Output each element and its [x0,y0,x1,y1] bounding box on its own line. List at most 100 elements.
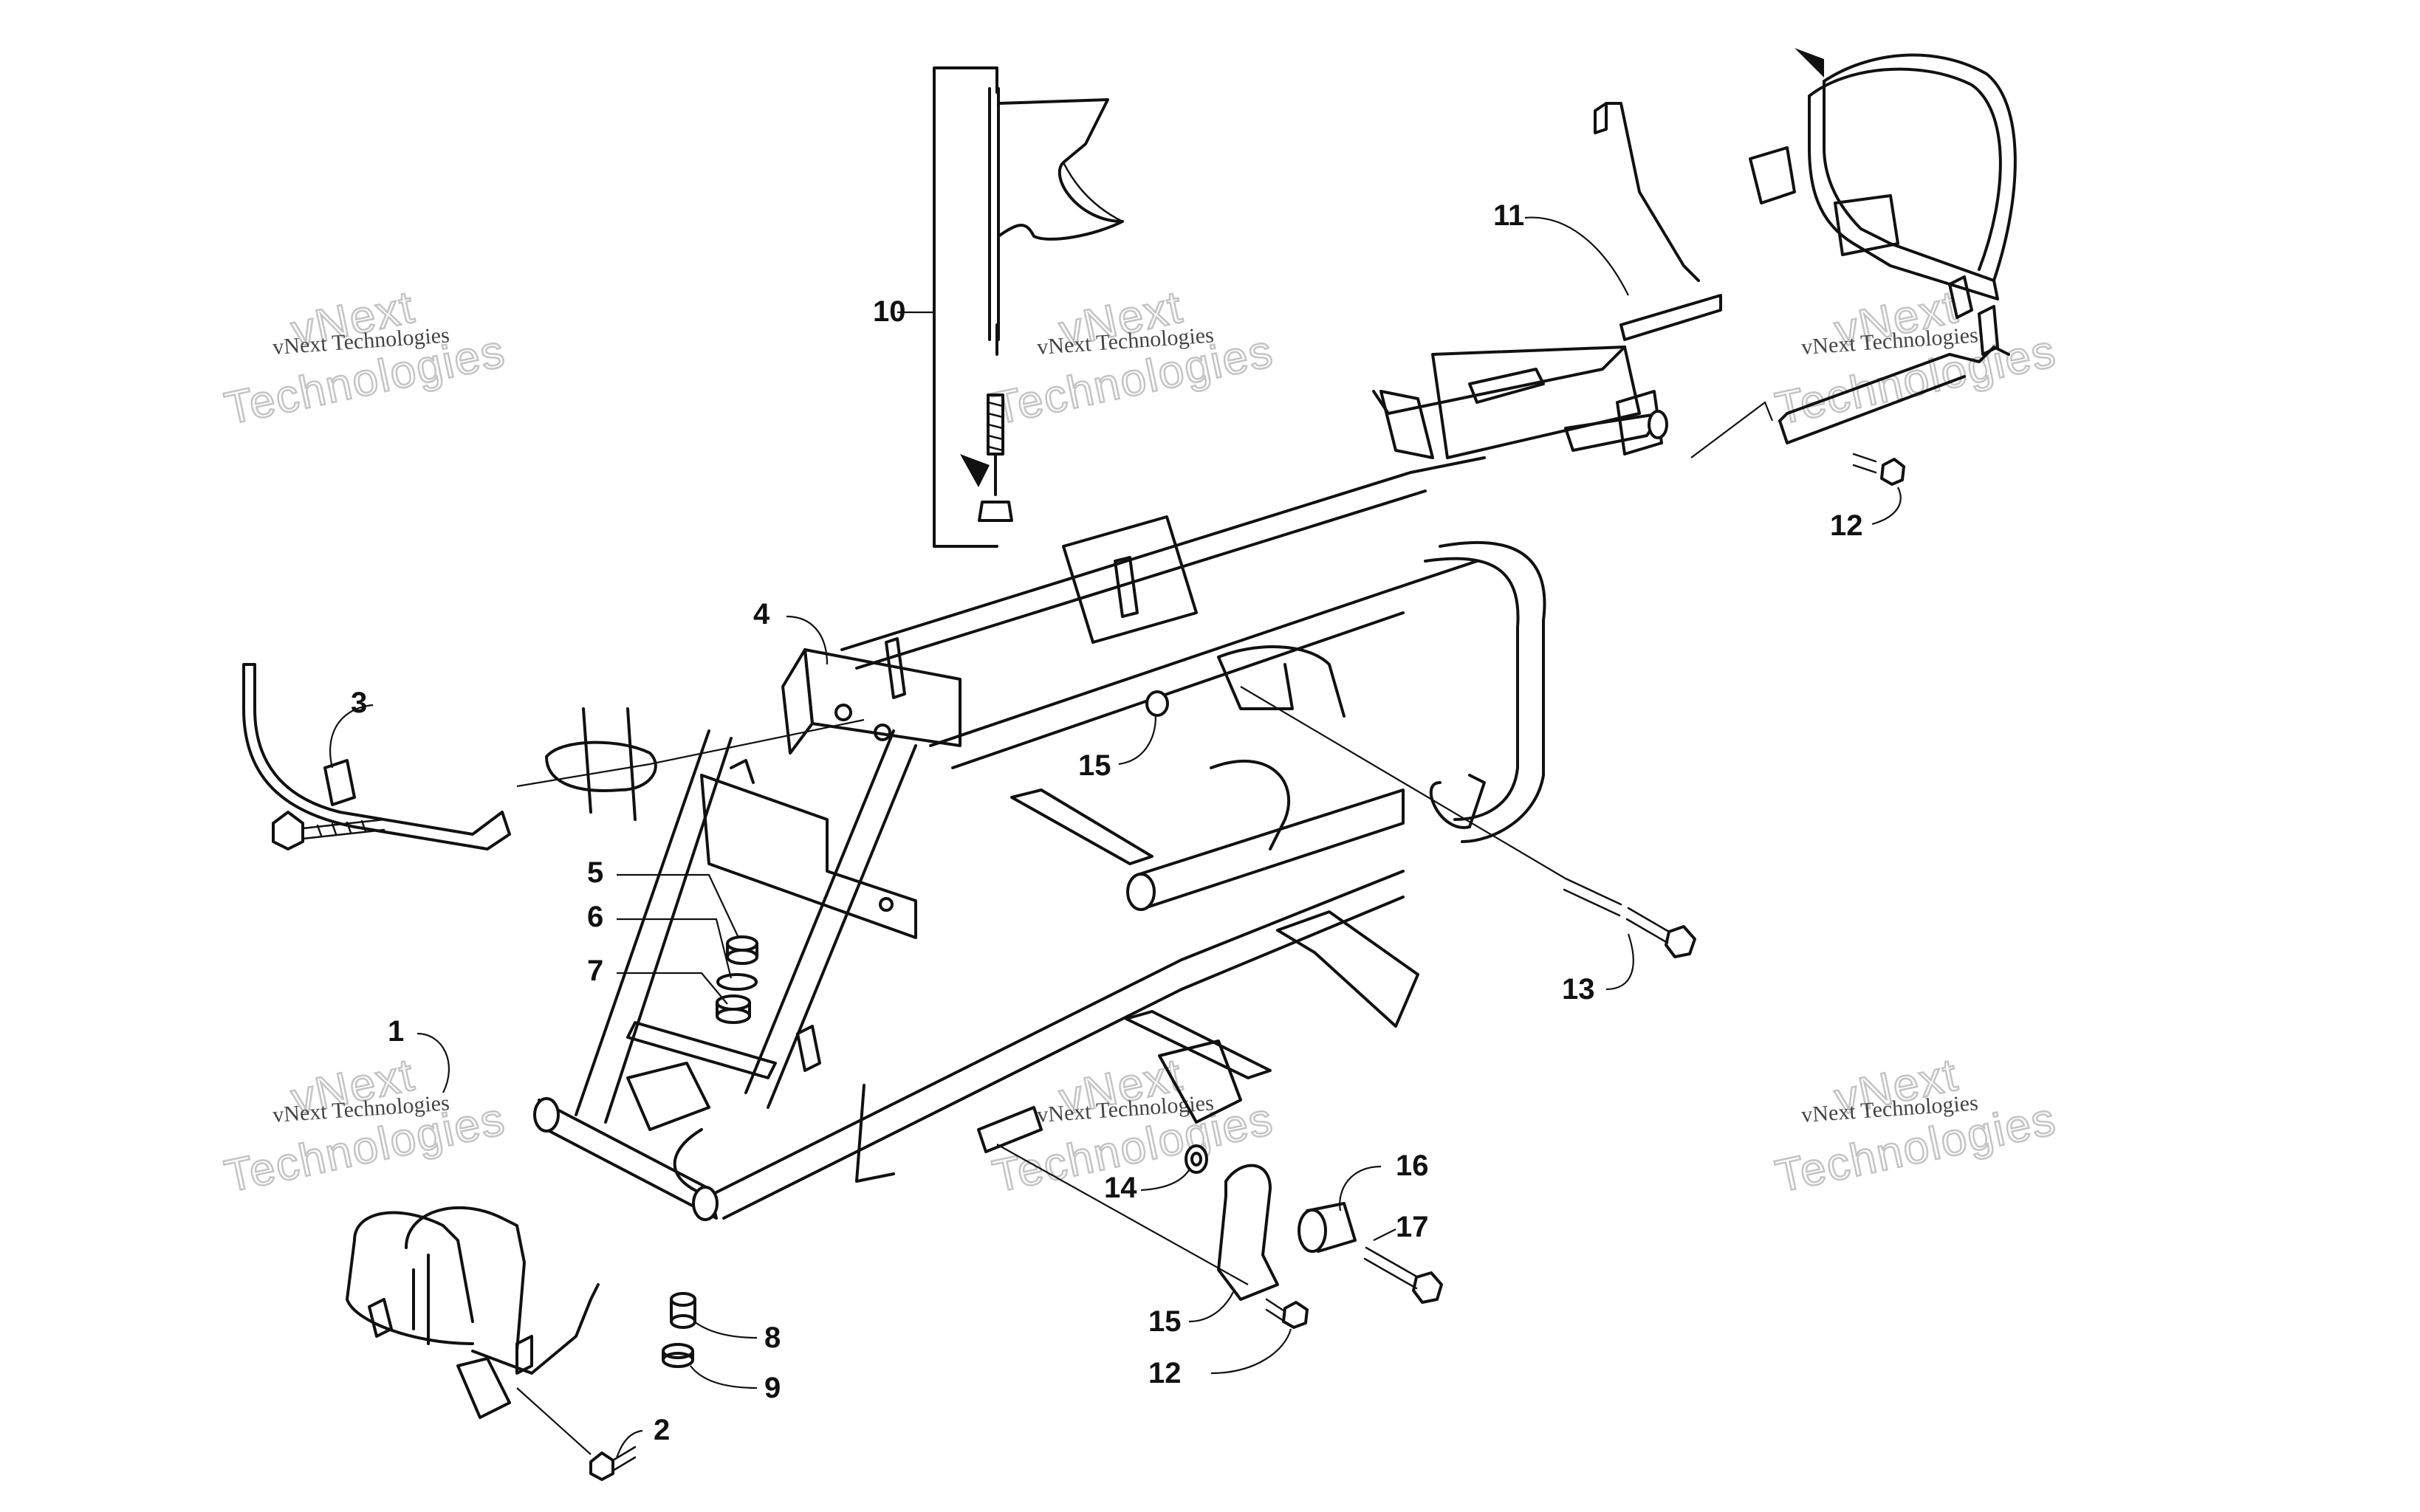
arrow-icon [1795,48,1824,78]
leader-9 [690,1365,758,1389]
leader-4 [786,615,829,665]
leader-5 [617,873,739,938]
floor-bracket [1010,788,1154,865]
leader-7 [617,972,728,1005]
frame-rail-right-bot [951,611,1405,769]
bumper-arm [471,1283,600,1375]
engine-mount-plate [1125,1010,1272,1079]
rear-side-bracket [1217,656,1294,710]
callout-15a: 15 [1078,749,1111,782]
spring-coils [987,401,1004,452]
callout-16: 16 [1396,1150,1429,1182]
washer-6 [716,973,758,991]
frame-rear-tab [1616,390,1663,456]
arrow-icon [960,454,990,487]
callout-labels: 1 2 3 4 5 6 7 8 9 10 11 12 12 13 14 15 1… [351,199,1863,1446]
bushing-7-bottom [716,1008,751,1024]
head-block-side [781,648,814,755]
flag-bracket [933,66,998,548]
washer-15 [1145,690,1169,717]
watermark-group-4: Technologies vNext vNext Technologies [219,1048,510,1203]
steering-bar [242,663,657,850]
washer-14-hole [1190,1152,1202,1166]
steering-bar-clamp [323,759,356,806]
bolt-12b-head [1282,1301,1309,1329]
frame-rear-hoop-right-in [1424,557,1520,821]
rack-post-2 [1978,305,1999,356]
clamp-collar [545,740,657,792]
rack-loop [1823,53,2017,282]
bolt-17-head [1412,1271,1443,1304]
leader-11 [1524,216,1629,296]
callout-9: 9 [764,1372,781,1404]
rear-tube-end [1648,410,1668,439]
leader-15b [1188,1291,1234,1323]
flag-cloth [997,98,1124,241]
rack-bracket-lower [1778,375,1966,444]
steering-bolt-head [272,811,304,850]
rack-plate [1619,294,1722,341]
engine-block [1158,1040,1242,1124]
tube-end [1126,873,1156,911]
centerline-bumper [516,1387,592,1455]
callout-11: 11 [1493,199,1524,232]
bolt-2-shank [611,1446,637,1472]
leader-8 [693,1321,758,1339]
callout-1: 1 [388,1015,404,1048]
frame-lower-front [673,1128,710,1197]
leader-2 [615,1429,643,1459]
rack-plate-rear [1834,194,1899,256]
bolt-2-head [589,1451,614,1481]
callout-5: 5 [587,856,603,889]
leader-12a [1871,487,1902,526]
watermark-group-6: Technologies vNext vNext Technologies [1770,1048,2061,1203]
bumper-mount-2 [515,1335,533,1375]
front-mid-bracket [626,1021,777,1079]
callout-2: 2 [654,1414,670,1446]
steering-bolt [879,897,894,912]
flag-fold [1062,161,1124,223]
front-lower-link [855,1084,895,1183]
rack-loop-inner [1808,67,2002,271]
rack-bracket-bar [1778,346,2010,422]
rack-arm [1605,102,1700,282]
frame-lower-rail-bot [722,896,1405,1220]
leader-14 [1140,1169,1190,1192]
clamp-shaft [582,707,637,821]
bolts [589,453,1905,1481]
bushing-8-bottom [670,1314,696,1329]
bushing-5 [726,935,758,952]
rear-rack [1594,48,2017,356]
frame-rear-box [1431,346,1641,459]
bumper-loop-mid [353,1211,474,1323]
bumper-lower [346,1239,474,1345]
front-bumper [346,1206,600,1419]
mid-hoop [1210,759,1290,850]
tube-end-front [533,1097,560,1133]
leader-17 [1373,1228,1396,1241]
callout-6: 6 [587,901,603,933]
rear-box-tube [1564,412,1663,452]
callout-13: 13 [1562,973,1595,1006]
callout-8: 8 [764,1322,781,1354]
washer-9-bottom [662,1352,694,1368]
rack-grab [1749,146,1796,205]
centerline-steering [516,763,651,788]
bushings [662,935,758,1368]
centerline-lower [996,1144,1249,1285]
lower-tab [977,1106,1043,1153]
leader-13 [1605,933,1634,991]
battery-strap [1114,556,1139,618]
steering-block [700,774,917,939]
frame-lower-rail-top [707,870,1405,1197]
steering-bolt-thread [301,818,385,840]
battery-box [1062,515,1198,644]
callout-4: 4 [753,598,770,630]
rack-post [1948,275,1973,319]
rear-box-side [1379,390,1434,459]
steering-bar-body [242,663,511,850]
engine-bracket-15 [1217,1164,1279,1301]
watermark-group-1: Technologies vNext vNext Technologies [219,281,510,436]
callout-12a: 12 [1830,509,1863,542]
